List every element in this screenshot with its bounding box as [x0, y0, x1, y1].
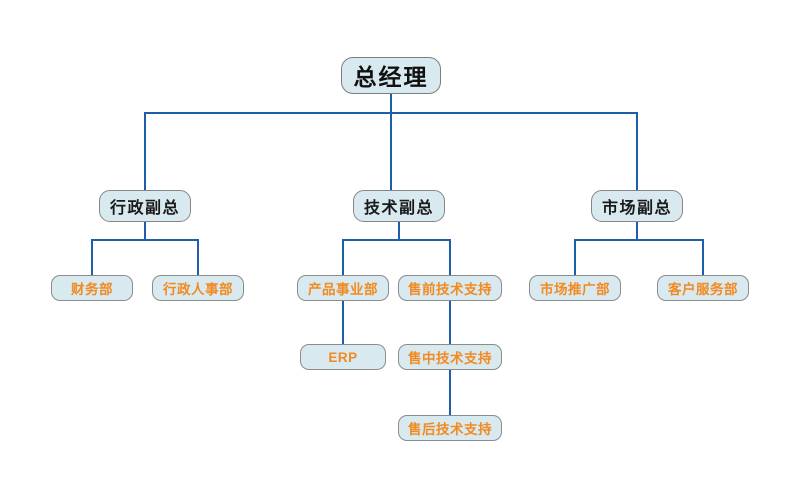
- org-node-label: 客户服务部: [668, 282, 738, 297]
- org-node-erp[interactable]: ERP: [300, 344, 386, 370]
- org-node-aftersale[interactable]: 售后技术支持: [398, 415, 502, 441]
- org-node-product[interactable]: 产品事业部: [297, 275, 389, 301]
- org-node-label: 售中技术支持: [408, 351, 492, 366]
- org-node-presale[interactable]: 售前技术支持: [398, 275, 502, 301]
- org-node-gm[interactable]: 总经理: [341, 56, 441, 94]
- org-node-label: 市场推广部: [540, 282, 610, 297]
- org-node-promo[interactable]: 市场推广部: [529, 275, 621, 301]
- org-node-service[interactable]: 客户服务部: [657, 275, 749, 301]
- org-node-label: 技术副总: [363, 200, 434, 217]
- org-node-label: 财务部: [71, 282, 113, 297]
- org-node-label: 售前技术支持: [408, 282, 492, 297]
- org-node-vp_admin[interactable]: 行政副总: [99, 190, 191, 222]
- org-node-label: 行政人事部: [163, 282, 233, 297]
- org-node-label: ERP: [328, 349, 358, 365]
- org-node-insale[interactable]: 售中技术支持: [398, 344, 502, 370]
- org-node-vp_tech[interactable]: 技术副总: [353, 190, 445, 222]
- org-node-label: 售后技术支持: [408, 422, 492, 437]
- org-node-label: 行政副总: [109, 200, 180, 217]
- org-node-label: 产品事业部: [308, 282, 378, 297]
- org-node-vp_market[interactable]: 市场副总: [591, 190, 683, 222]
- org-node-hr[interactable]: 行政人事部: [152, 275, 244, 301]
- org-node-label: 市场副总: [601, 200, 672, 217]
- org-node-finance[interactable]: 财务部: [51, 275, 133, 301]
- org-node-label: 总经理: [353, 64, 429, 90]
